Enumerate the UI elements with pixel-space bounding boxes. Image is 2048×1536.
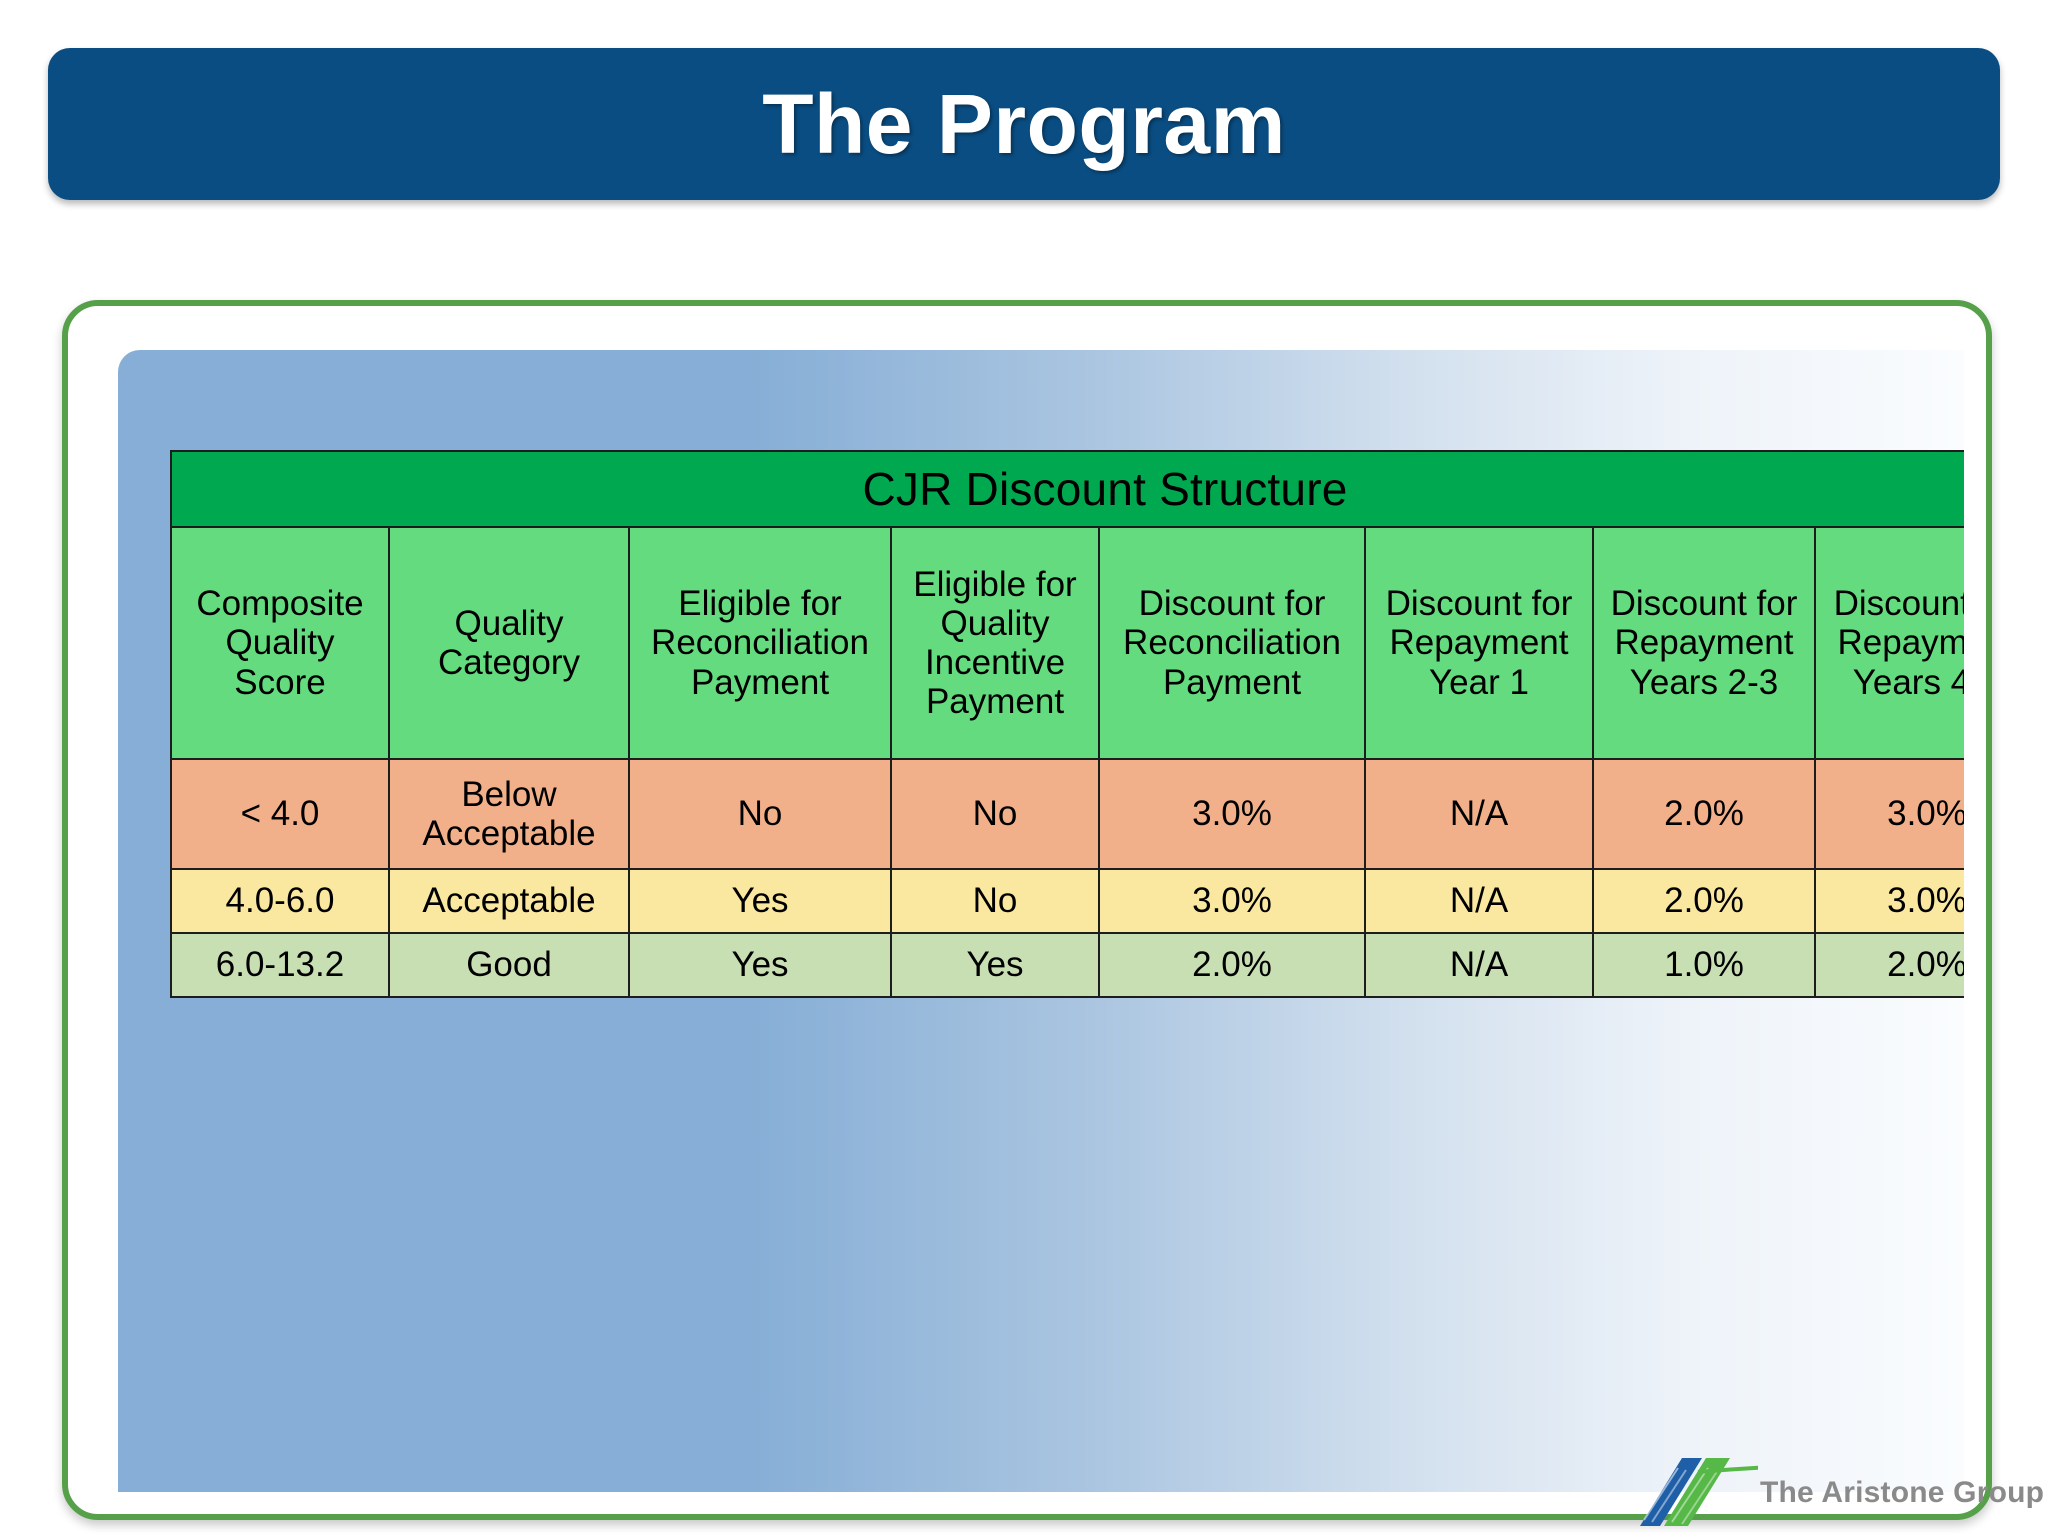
cjr-discount-table-container: CJR Discount Structure Composite Quality… bbox=[170, 450, 1964, 998]
content-panel: CJR Discount Structure Composite Quality… bbox=[118, 350, 1964, 1492]
cell-eligible-quality-incentive-payment: Yes bbox=[890, 932, 1100, 998]
cell-eligible-reconciliation-payment: Yes bbox=[628, 932, 892, 998]
column-header-discount-reconciliation-payment: Discount for Reconciliation Payment bbox=[1098, 526, 1366, 760]
column-header-eligible-quality-incentive-payment: Eligible for Quality Incentive Payment bbox=[890, 526, 1100, 760]
cell-discount-repayment-year-1: N/A bbox=[1364, 932, 1594, 998]
brush-strokes-icon bbox=[1640, 1458, 1758, 1526]
cell-eligible-quality-incentive-payment: No bbox=[890, 868, 1100, 934]
column-header-quality-category: Quality Category bbox=[388, 526, 630, 760]
table-caption: CJR Discount Structure bbox=[170, 450, 1964, 528]
cell-quality-category: Acceptable bbox=[388, 868, 630, 934]
cell-composite-quality-score: 4.0-6.0 bbox=[170, 868, 390, 934]
cell-discount-repayment-year-1: N/A bbox=[1364, 758, 1594, 870]
cell-discount-reconciliation-payment: 3.0% bbox=[1098, 868, 1366, 934]
cell-eligible-reconciliation-payment: Yes bbox=[628, 868, 892, 934]
column-header-eligible-reconciliation-payment: Eligible for Reconciliation Payment bbox=[628, 526, 892, 760]
cell-discount-reconciliation-payment: 3.0% bbox=[1098, 758, 1366, 870]
column-header-composite-quality-score: Composite Quality Score bbox=[170, 526, 390, 760]
cell-discount-repayment-years-4-5: 3.0% bbox=[1814, 868, 1964, 934]
cell-composite-quality-score: < 4.0 bbox=[170, 758, 390, 870]
cell-discount-reconciliation-payment: 2.0% bbox=[1098, 932, 1366, 998]
table-header-row: Composite Quality Score Quality Category… bbox=[170, 526, 1964, 760]
cell-discount-repayment-year-1: N/A bbox=[1364, 868, 1594, 934]
cell-eligible-reconciliation-payment: No bbox=[628, 758, 892, 870]
column-header-discount-repayment-years-2-3: Discount for Repayment Years 2-3 bbox=[1592, 526, 1816, 760]
cjr-discount-table: CJR Discount Structure Composite Quality… bbox=[170, 450, 1964, 998]
cell-composite-quality-score: 6.0-13.2 bbox=[170, 932, 390, 998]
column-header-discount-repayment-year-1: Discount for Repayment Year 1 bbox=[1364, 526, 1594, 760]
column-header-discount-repayment-years-4-5: Discount for Repayment Years 4-5 bbox=[1814, 526, 1964, 760]
slide-title-banner: The Program bbox=[48, 48, 2000, 200]
cell-discount-repayment-years-2-3: 1.0% bbox=[1592, 932, 1816, 998]
content-frame: CJR Discount Structure Composite Quality… bbox=[62, 300, 1992, 1520]
cell-discount-repayment-years-4-5: 2.0% bbox=[1814, 932, 1964, 998]
cell-discount-repayment-years-2-3: 2.0% bbox=[1592, 758, 1816, 870]
cell-discount-repayment-years-2-3: 2.0% bbox=[1592, 868, 1816, 934]
cell-quality-category: Below Acceptable bbox=[388, 758, 630, 870]
table-row: 4.0-6.0 Acceptable Yes No 3.0% N/A 2.0% … bbox=[170, 868, 1964, 934]
aristone-group-logo: The Aristone Group bbox=[1638, 1452, 2044, 1532]
cell-quality-category: Good bbox=[388, 932, 630, 998]
logo-text: The Aristone Group bbox=[1760, 1476, 2045, 1509]
page-title: The Program bbox=[762, 77, 1286, 171]
table-caption-row: CJR Discount Structure bbox=[170, 450, 1964, 528]
cell-eligible-quality-incentive-payment: No bbox=[890, 758, 1100, 870]
table-row: < 4.0 Below Acceptable No No 3.0% N/A 2.… bbox=[170, 758, 1964, 870]
cell-discount-repayment-years-4-5: 3.0% bbox=[1814, 758, 1964, 870]
table-row: 6.0-13.2 Good Yes Yes 2.0% N/A 1.0% 2.0% bbox=[170, 932, 1964, 998]
